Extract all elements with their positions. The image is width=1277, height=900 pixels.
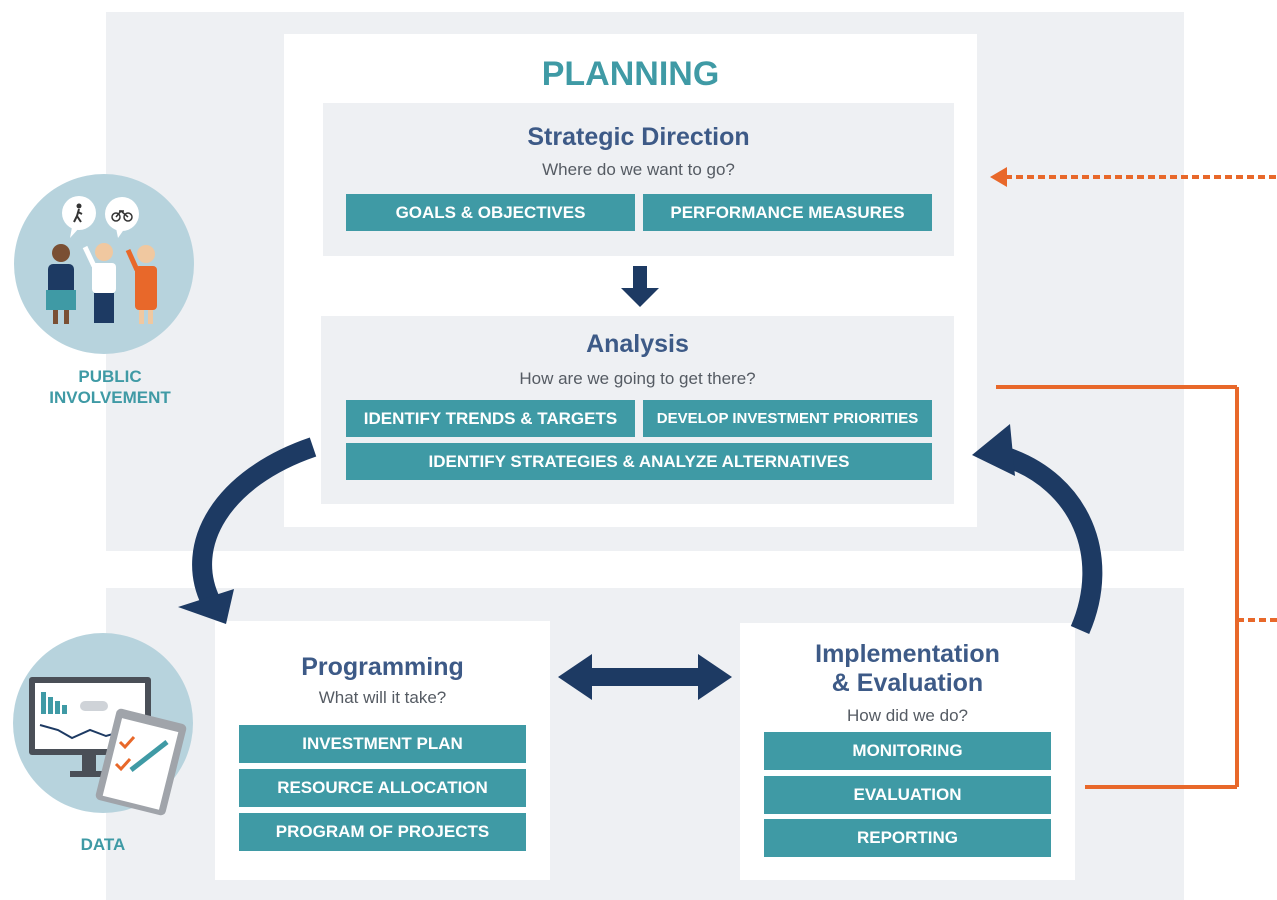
analysis-title: Analysis xyxy=(586,330,689,358)
down-arrow-icon xyxy=(621,266,659,307)
goals-objectives-box: GOALS & OBJECTIVES xyxy=(346,194,635,231)
programming-title: Programming xyxy=(301,653,464,681)
resource-allocation-box: RESOURCE ALLOCATION xyxy=(239,769,526,807)
reporting-box: REPORTING xyxy=(764,819,1051,857)
performance-measures-box: PERFORMANCE MEASURES xyxy=(643,194,932,231)
public-involvement-label: PUBLIC INVOLVEMENT xyxy=(20,366,200,408)
investment-plan-box: INVESTMENT PLAN xyxy=(239,725,526,763)
implementation-title-line1: Implementation xyxy=(815,640,1000,668)
double-arrow-icon xyxy=(558,654,732,700)
orange-arrowhead-icon xyxy=(990,167,1007,187)
curved-arrow-right-icon xyxy=(972,424,1103,634)
strategic-direction-question: Where do we want to go? xyxy=(542,160,735,179)
data-icon xyxy=(13,633,193,816)
monitoring-box: MONITORING xyxy=(764,732,1051,770)
develop-priorities-box: DEVELOP INVESTMENT PRIORITIES xyxy=(643,400,932,437)
data-label: DATA xyxy=(80,835,126,854)
feedback-connector xyxy=(996,175,1277,789)
public-involvement-icon xyxy=(14,174,194,354)
programming-question: What will it take? xyxy=(318,688,447,707)
analysis-question: How are we going to get there? xyxy=(519,369,756,388)
public-involvement-line2: INVOLVEMENT xyxy=(49,388,171,407)
evaluation-box: EVALUATION xyxy=(764,776,1051,814)
curved-arrow-left-icon xyxy=(178,437,317,624)
planning-title: PLANNING xyxy=(541,55,720,93)
strategic-direction-title: Strategic Direction xyxy=(527,123,750,151)
implementation-question: How did we do? xyxy=(847,706,968,725)
program-of-projects-box: PROGRAM OF PROJECTS xyxy=(239,813,526,851)
identify-strategies-box: IDENTIFY STRATEGIES & ANALYZE ALTERNATIV… xyxy=(346,443,932,480)
public-involvement-line1: PUBLIC xyxy=(78,367,142,386)
identify-trends-box: IDENTIFY TRENDS & TARGETS xyxy=(346,400,635,437)
implementation-title-line2: & Evaluation xyxy=(831,669,984,697)
